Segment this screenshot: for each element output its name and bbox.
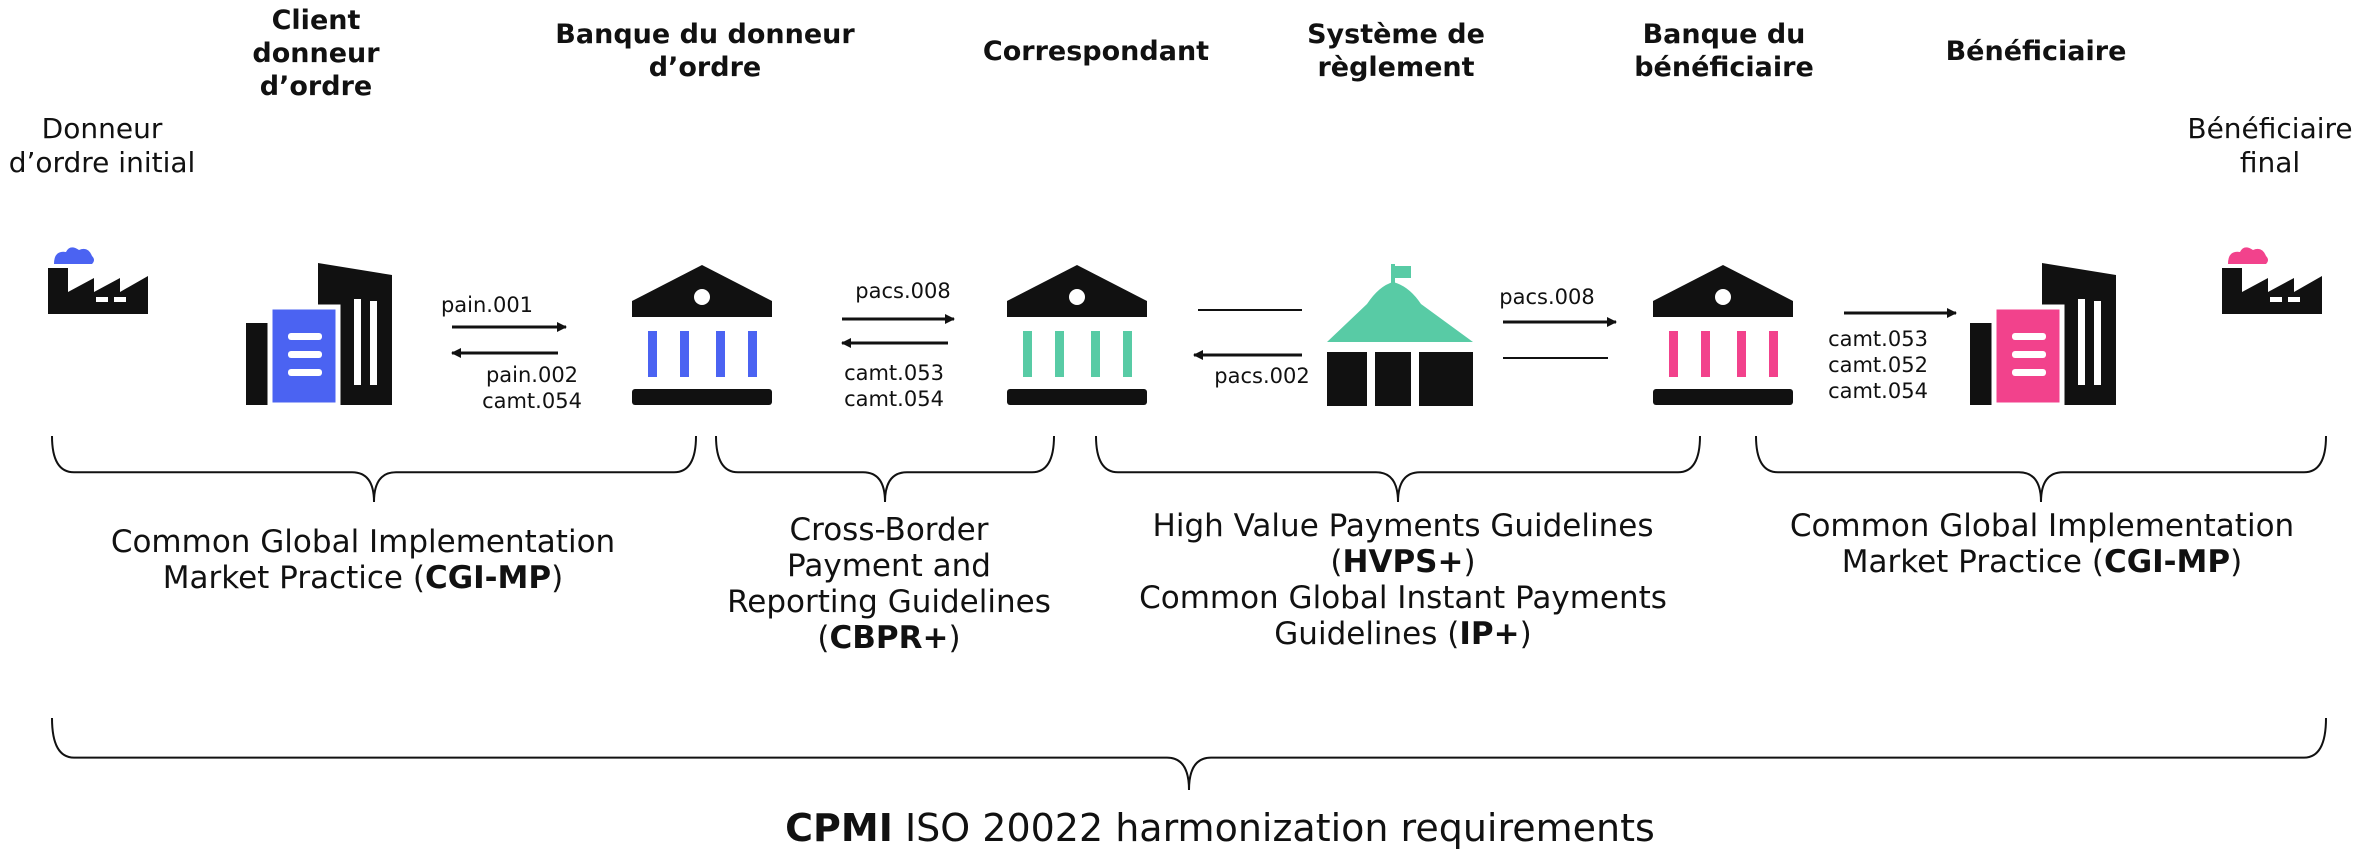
factory-icon	[2222, 247, 2322, 314]
bank-icon	[1007, 265, 1147, 405]
flag	[1395, 266, 1411, 278]
msg-pain002-camt054: pain.002 camt.054	[482, 363, 582, 413]
tower-stripe	[2094, 301, 2101, 385]
cloud-shape	[54, 247, 94, 264]
brace-cgi-mp-right	[1755, 435, 2327, 503]
brace-hvps-ip	[1095, 435, 1701, 503]
settlement-building-icon	[1327, 264, 1473, 406]
actor-final-label: Bénéficiaire final	[2187, 112, 2353, 179]
actor-creditor-bank-label: Banque du bénéficiaire	[1634, 19, 1814, 83]
tower-stripe	[370, 301, 377, 385]
msg-pacs008-settle: pacs.008	[1499, 285, 1595, 309]
bank-emblem	[1715, 289, 1731, 305]
block	[1375, 352, 1411, 406]
msg-camt053-camt054: camt.053 camt.054	[844, 361, 944, 411]
tower-left	[1970, 323, 1994, 405]
tower-window	[2012, 351, 2046, 358]
bank-emblem	[694, 289, 710, 305]
bank-column	[1091, 331, 1100, 377]
group-hvps-ip: High Value Payments Guidelines (HVPS+) C…	[1139, 508, 1667, 652]
group-cbpr: Cross-Border Payment and Reporting Guide…	[727, 512, 1051, 656]
bank-base	[1007, 389, 1147, 405]
window	[114, 297, 126, 302]
actor-initial-label: Donneur d’ordre initial	[8, 112, 196, 179]
bank-column	[1055, 331, 1064, 377]
footer-title: CPMI ISO 20022 harmonization requirement…	[785, 806, 1655, 850]
office-building-icon	[246, 263, 392, 408]
bank-column	[1769, 331, 1778, 377]
factory-icon	[48, 247, 148, 314]
tower-window	[288, 333, 322, 340]
block	[1419, 352, 1473, 406]
brace-overall	[51, 717, 2327, 791]
bank-column	[1701, 331, 1710, 377]
brace-cgi-mp-left	[51, 435, 697, 503]
tower-window	[2012, 333, 2046, 340]
actor-client-label: Client donneur d’ordre	[252, 5, 380, 102]
block	[1327, 352, 1367, 406]
msg-camt-beneficiary: camt.053 camt.052 camt.054	[1828, 327, 1928, 403]
window	[2288, 297, 2300, 302]
dome	[1327, 282, 1473, 342]
flag-pole	[1391, 264, 1395, 286]
actor-settlement-label: Système de règlement	[1307, 19, 1485, 83]
tower-stripe	[2078, 299, 2085, 385]
tower-stripe	[354, 299, 361, 385]
bank-column	[748, 331, 757, 377]
tower-window	[288, 351, 322, 358]
bank-column	[1023, 331, 1032, 377]
bank-base	[632, 389, 772, 405]
window	[96, 297, 108, 302]
factory-body	[2222, 268, 2322, 314]
bank-column	[1123, 331, 1132, 377]
office-building-icon	[1970, 263, 2116, 408]
group-cgi-mp-right: Common Global Implementation Market Prac…	[1789, 508, 2295, 580]
bank-icon	[632, 265, 772, 405]
actor-correspondent-label: Correspondant	[982, 36, 1210, 67]
bank-emblem	[1069, 289, 1085, 305]
bank-column	[1737, 331, 1746, 377]
window	[2270, 297, 2282, 302]
bank-base	[1653, 389, 1793, 405]
msg-pain001: pain.001	[440, 293, 534, 317]
msg-pacs002: pacs.002	[1214, 364, 1310, 388]
bank-column	[680, 331, 689, 377]
factory-body	[48, 268, 148, 314]
tower-window	[2012, 369, 2046, 376]
bank-column	[716, 331, 725, 377]
actor-debtor-bank-label: Banque du donneur d’ordre	[555, 19, 855, 83]
brace-cbpr	[715, 435, 1055, 503]
group-cgi-mp-left: Common Global Implementation Market Prac…	[110, 524, 616, 596]
tower-window	[288, 369, 322, 376]
bank-icon	[1653, 265, 1793, 405]
tower-left	[246, 323, 270, 405]
msg-pacs008-corr: pacs.008	[855, 279, 951, 303]
cloud-shape	[2228, 247, 2268, 264]
bank-column	[1669, 331, 1678, 377]
bank-column	[648, 331, 657, 377]
actor-beneficiary-label: Bénéficiaire	[1945, 36, 2127, 67]
